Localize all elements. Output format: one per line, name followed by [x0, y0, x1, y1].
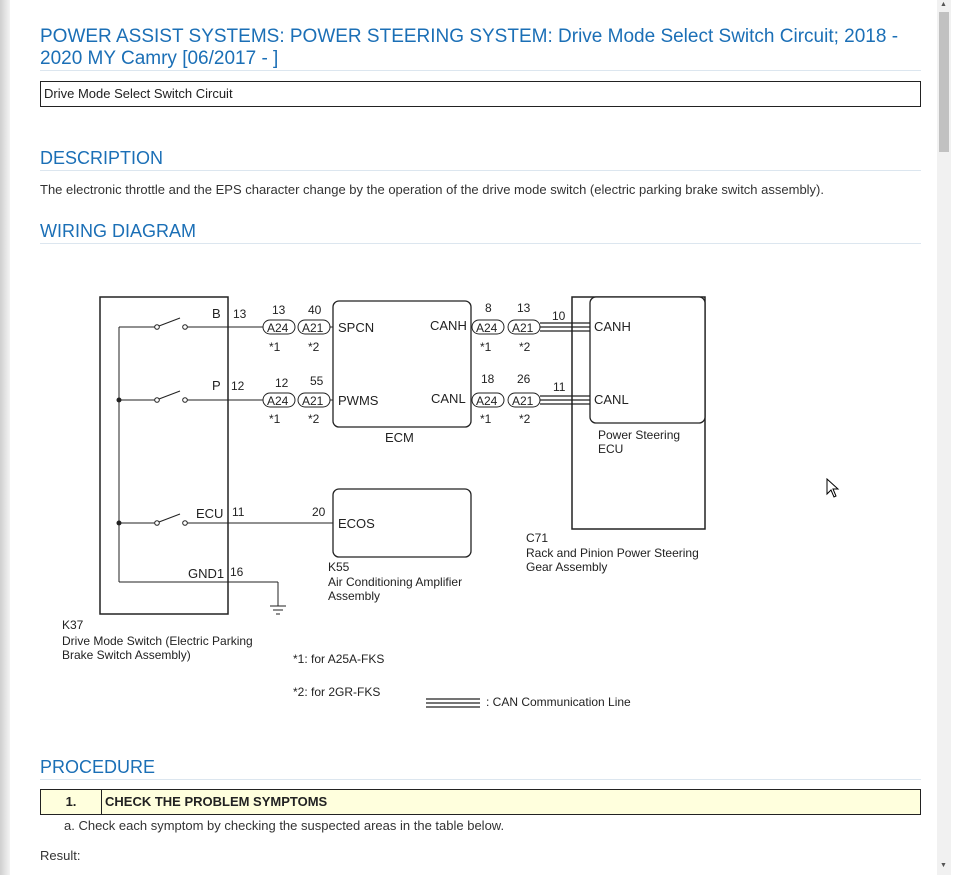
ecm-spcn-label: SPCN: [338, 320, 374, 335]
canh-a21-pin: 13: [517, 301, 531, 315]
result-label: Result:: [40, 848, 81, 863]
scroll-down-icon[interactable]: ▼: [940, 862, 947, 869]
note-marker-2: *2: [308, 412, 320, 426]
switch-b-lever: [158, 317, 181, 327]
connector-a24: [262, 319, 296, 335]
note-marker-2: *2: [519, 340, 531, 354]
connector-a24-label: A24: [267, 321, 289, 335]
switch-assembly-code: K37: [62, 618, 84, 632]
ecm-label: ECM: [385, 430, 414, 445]
ecos-pin-number: 20: [312, 505, 326, 519]
canl-a24-pin: 18: [481, 372, 495, 386]
subtitle-box: Drive Mode Select Switch Circuit: [40, 81, 921, 107]
connector-a21-label: A21: [512, 321, 534, 335]
switch-assembly-box: [99, 296, 229, 615]
pin-p-number: 12: [231, 379, 245, 393]
ground-icon: [270, 605, 286, 615]
wiring-diagram: B 13 P 12 ECU 11 20 GND1 16: [62, 296, 706, 709]
spcn-a24-pin: 13: [272, 303, 286, 317]
steering-gear-name-2: Gear Assembly: [526, 560, 607, 574]
steering-canl-label: CANL: [594, 392, 629, 407]
note-marker-1: *1: [480, 412, 492, 426]
switch-assembly-name-2: Brake Switch Assembly): [62, 648, 191, 662]
ecos-label: ECOS: [338, 516, 375, 531]
procedure-step-row: 1. CHECK THE PROBLEM SYMPTOMS: [40, 789, 921, 815]
canh-a24-pin: 8: [485, 301, 492, 315]
mouse-cursor-icon: [826, 478, 840, 498]
scroll-up-icon[interactable]: ▲: [940, 1, 947, 8]
note-marker-1: *1: [269, 340, 281, 354]
document-frame: POWER ASSIST SYSTEMS: POWER STEERING SYS…: [0, 0, 921, 875]
can-line-legend-label: : CAN Communication Line: [486, 695, 631, 709]
switch-ecu-lever: [158, 513, 181, 523]
procedure-step-text: a. Check each symptom by checking the su…: [64, 818, 505, 833]
description-text: The electronic throttle and the EPS char…: [40, 182, 824, 197]
can-line-canh: [540, 322, 592, 332]
power-steering-ecu-label: Power Steering: [598, 428, 680, 442]
procedure-step-title: CHECK THE PROBLEM SYMPTOMS: [105, 794, 328, 809]
vertical-scrollbar[interactable]: ▲ ▼: [937, 0, 951, 875]
page-title: POWER ASSIST SYSTEMS: POWER STEERING SYS…: [40, 26, 899, 69]
connector-a24-label: A24: [476, 394, 498, 408]
pin-b-number: 13: [233, 307, 247, 321]
steering-gear-code: C71: [526, 531, 548, 545]
switch-ecu-contact: [154, 520, 160, 526]
pin-p-label: P: [212, 378, 221, 393]
ac-amplifier-name: Air Conditioning Amplifier: [328, 575, 462, 589]
ac-amplifier-code: K55: [328, 560, 350, 574]
pin-gnd-label: GND1: [188, 566, 224, 581]
spcn-a21-pin: 40: [308, 303, 322, 317]
switch-b-contact: [154, 324, 160, 330]
pin-b-label: B: [212, 306, 221, 321]
description-heading: DESCRIPTION: [40, 148, 921, 171]
procedure-heading: PROCEDURE: [40, 757, 921, 780]
ecm-pwms-label: PWMS: [338, 393, 379, 408]
switch-assembly-name: Drive Mode Switch (Electric Parking: [62, 634, 253, 648]
switch-ecu-contact: [182, 520, 188, 526]
note-marker-2: *2: [519, 412, 531, 426]
pwms-a21-pin: 55: [310, 374, 324, 388]
ecm-box: [332, 300, 472, 428]
steering-gear-name: Rack and Pinion Power Steering: [526, 546, 699, 560]
scrollbar-thumb[interactable]: [939, 12, 949, 152]
connector-a24: [262, 392, 296, 408]
power-steering-ecu-label-2: ECU: [598, 442, 623, 456]
note-marker-1: *1: [480, 340, 492, 354]
note-2gr: *2: for 2GR-FKS: [293, 685, 380, 699]
canl-a21-pin: 26: [517, 372, 531, 386]
power-steering-ecu-box: [589, 296, 706, 424]
pwms-a24-pin: 12: [275, 376, 289, 390]
switch-p-contact: [182, 397, 188, 403]
procedure-step-number: 1.: [41, 790, 102, 814]
title-divider: [40, 70, 921, 71]
connector-a24: [471, 392, 505, 408]
steering-canh-pin: 10: [552, 309, 566, 323]
steering-canh-label: CANH: [594, 319, 631, 334]
can-line-legend-icon: [426, 698, 480, 708]
ac-amplifier-name-2: Assembly: [328, 589, 380, 603]
connector-a24-label: A24: [267, 394, 289, 408]
switch-p-contact: [154, 397, 160, 403]
note-marker-2: *2: [308, 340, 320, 354]
can-line-canl: [540, 395, 592, 405]
ac-amplifier-box: [332, 488, 472, 558]
switch-p-lever: [158, 390, 181, 400]
ecm-canh-label: CANH: [430, 318, 467, 333]
connector-a21-label: A21: [302, 321, 324, 335]
ecm-canl-label: CANL: [431, 391, 466, 406]
steering-canl-pin: 11: [553, 380, 566, 394]
subtitle-text: Drive Mode Select Switch Circuit: [44, 86, 233, 101]
connector-a21-label: A21: [512, 394, 534, 408]
pin-gnd-number: 16: [230, 565, 244, 579]
connector-a24: [471, 319, 505, 335]
connector-a24-label: A24: [476, 321, 498, 335]
pin-ecu-label: ECU: [196, 506, 223, 521]
pin-ecu-number: 11: [232, 505, 245, 519]
switch-b-contact: [182, 324, 188, 330]
note-marker-1: *1: [269, 412, 281, 426]
note-a25a: *1: for A25A-FKS: [293, 652, 384, 666]
wiring-diagram-heading: WIRING DIAGRAM: [40, 221, 921, 244]
connector-a21-label: A21: [302, 394, 324, 408]
